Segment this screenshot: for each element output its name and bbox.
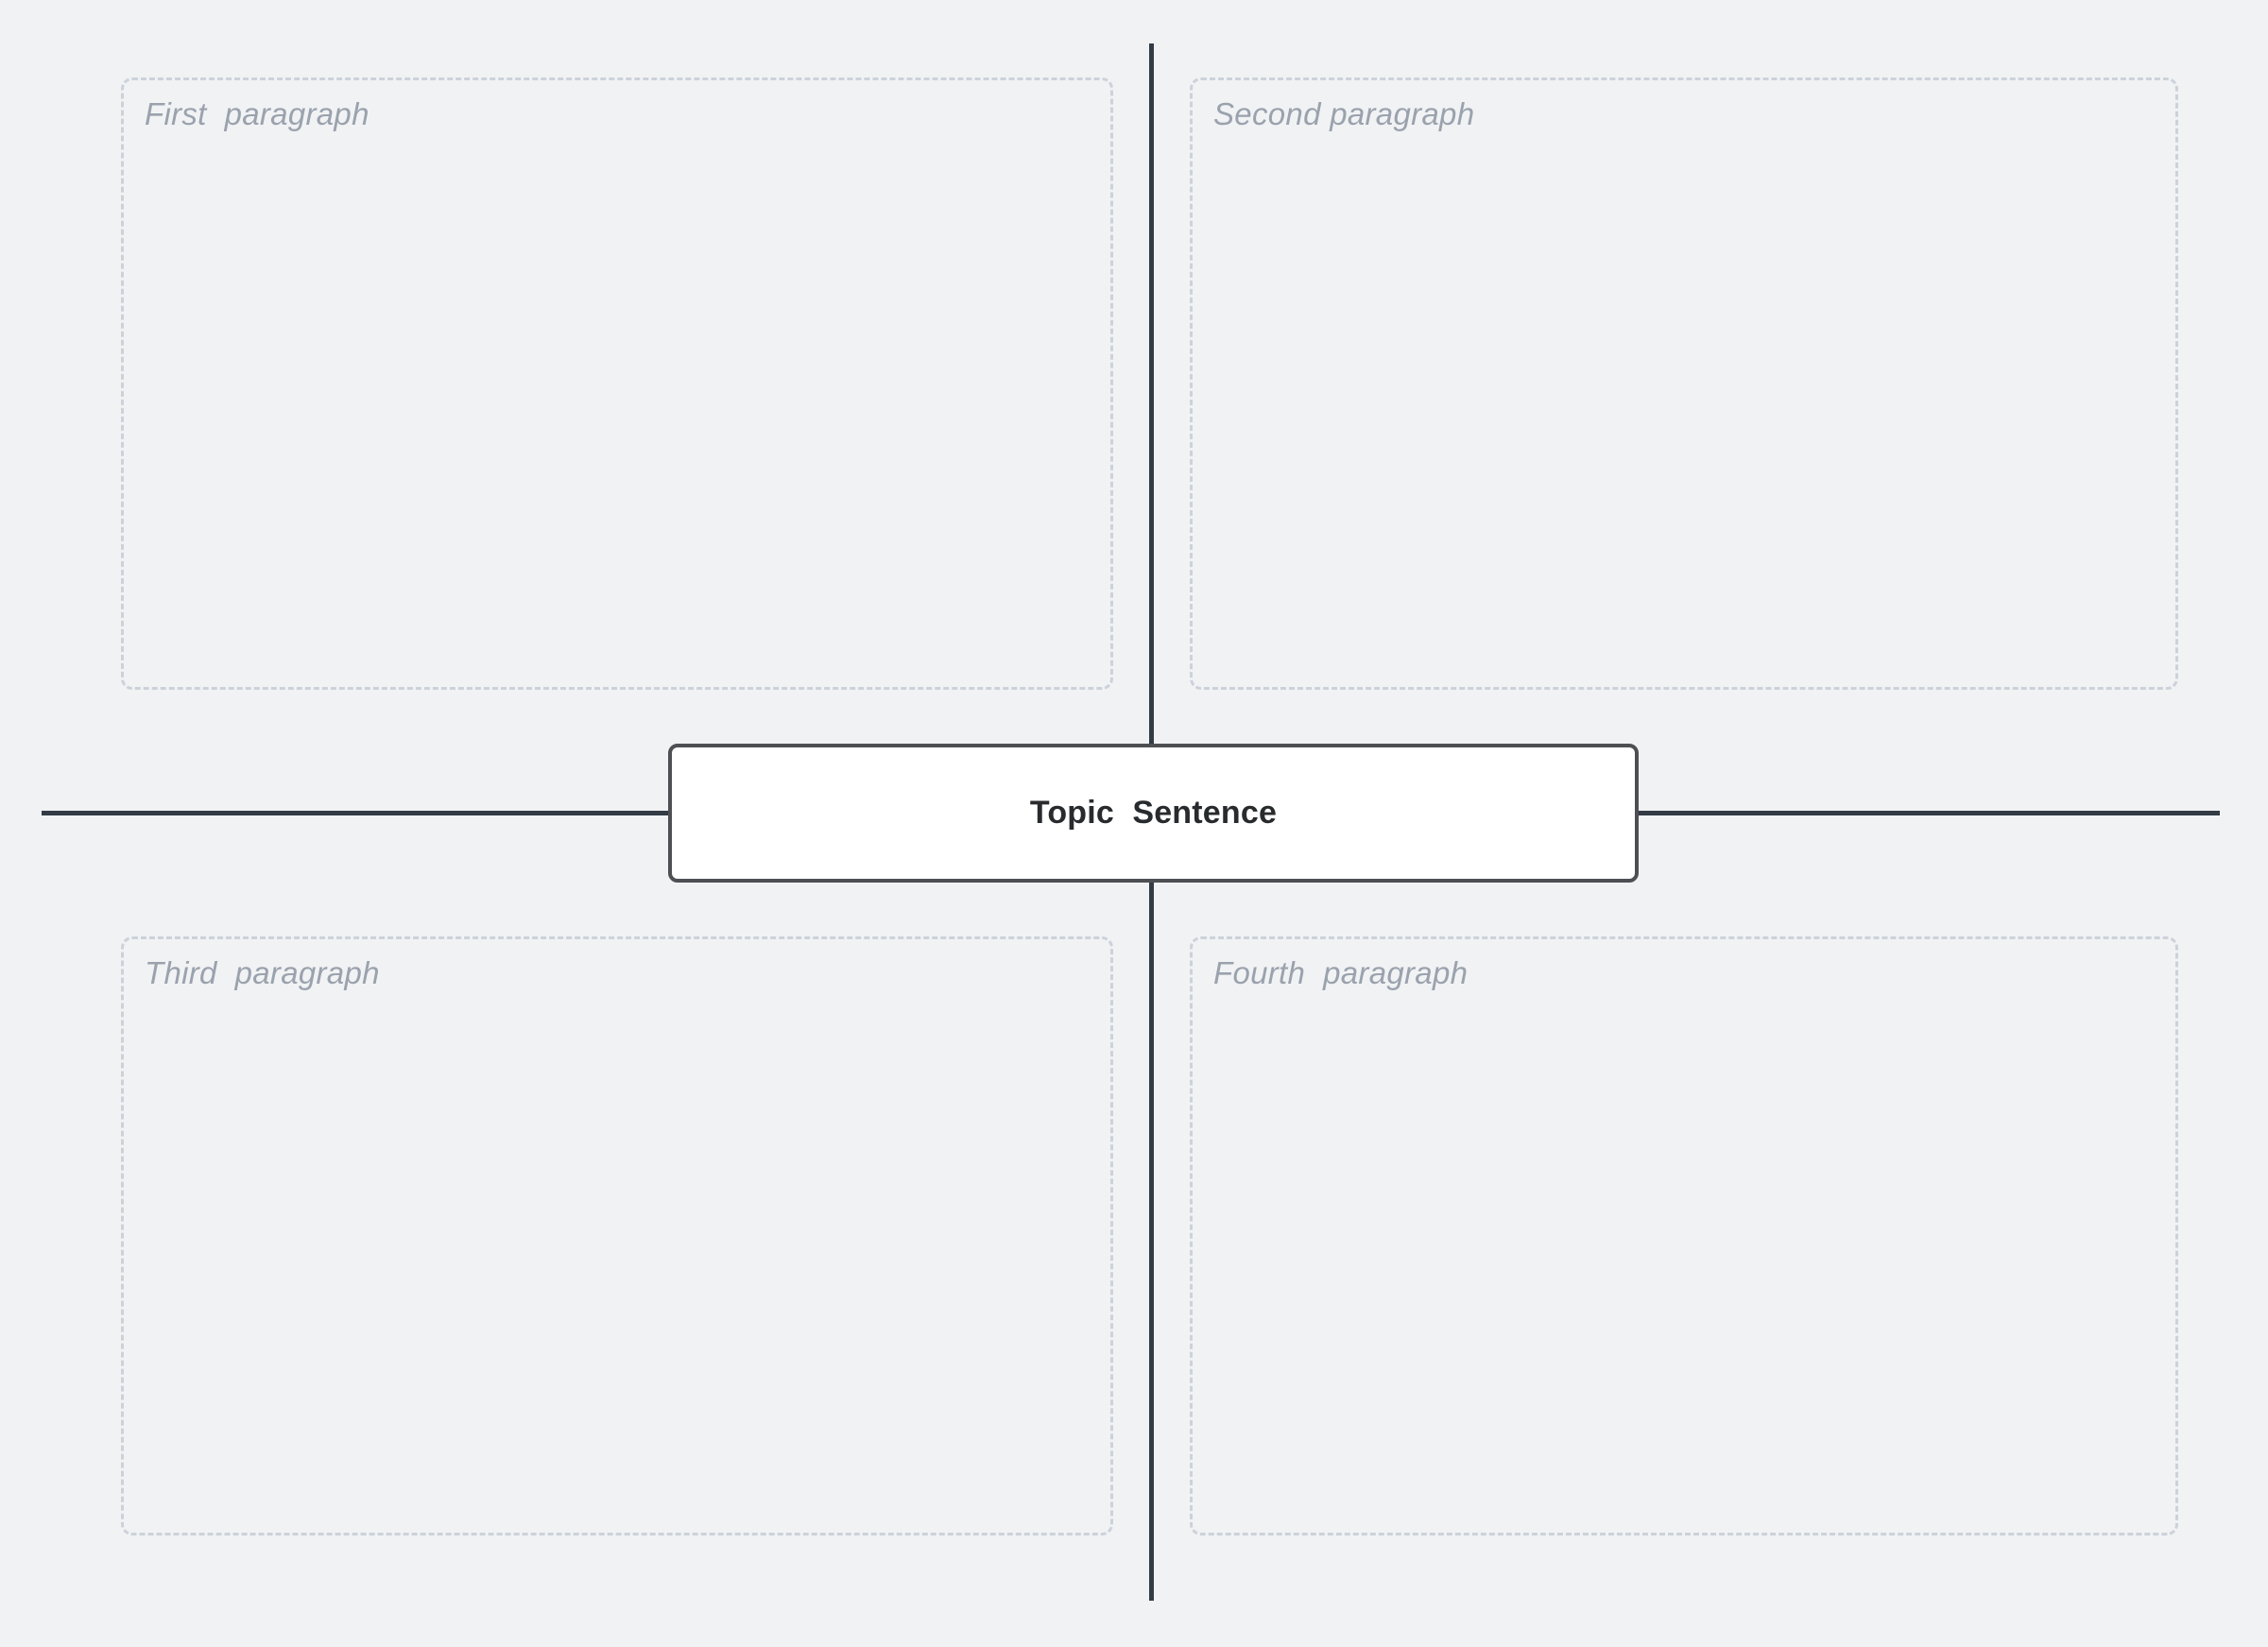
paragraph-zone-fourth[interactable]: Fourth paragraph: [1190, 936, 2178, 1535]
topic-sentence-label: Topic Sentence: [1029, 795, 1278, 831]
paragraph-zone-first[interactable]: First paragraph: [121, 77, 1113, 690]
paragraph-zone-third-label: Third paragraph: [145, 955, 380, 990]
paragraph-zone-second-label: Second paragraph: [1213, 96, 1475, 131]
paragraph-zone-first-label: First paragraph: [145, 96, 369, 131]
paragraph-zone-fourth-label: Fourth paragraph: [1213, 955, 1469, 990]
topic-sentence-node[interactable]: Topic Sentence: [668, 744, 1639, 883]
paragraph-zone-third[interactable]: Third paragraph: [121, 936, 1113, 1535]
paragraph-zone-second[interactable]: Second paragraph: [1190, 77, 2178, 690]
